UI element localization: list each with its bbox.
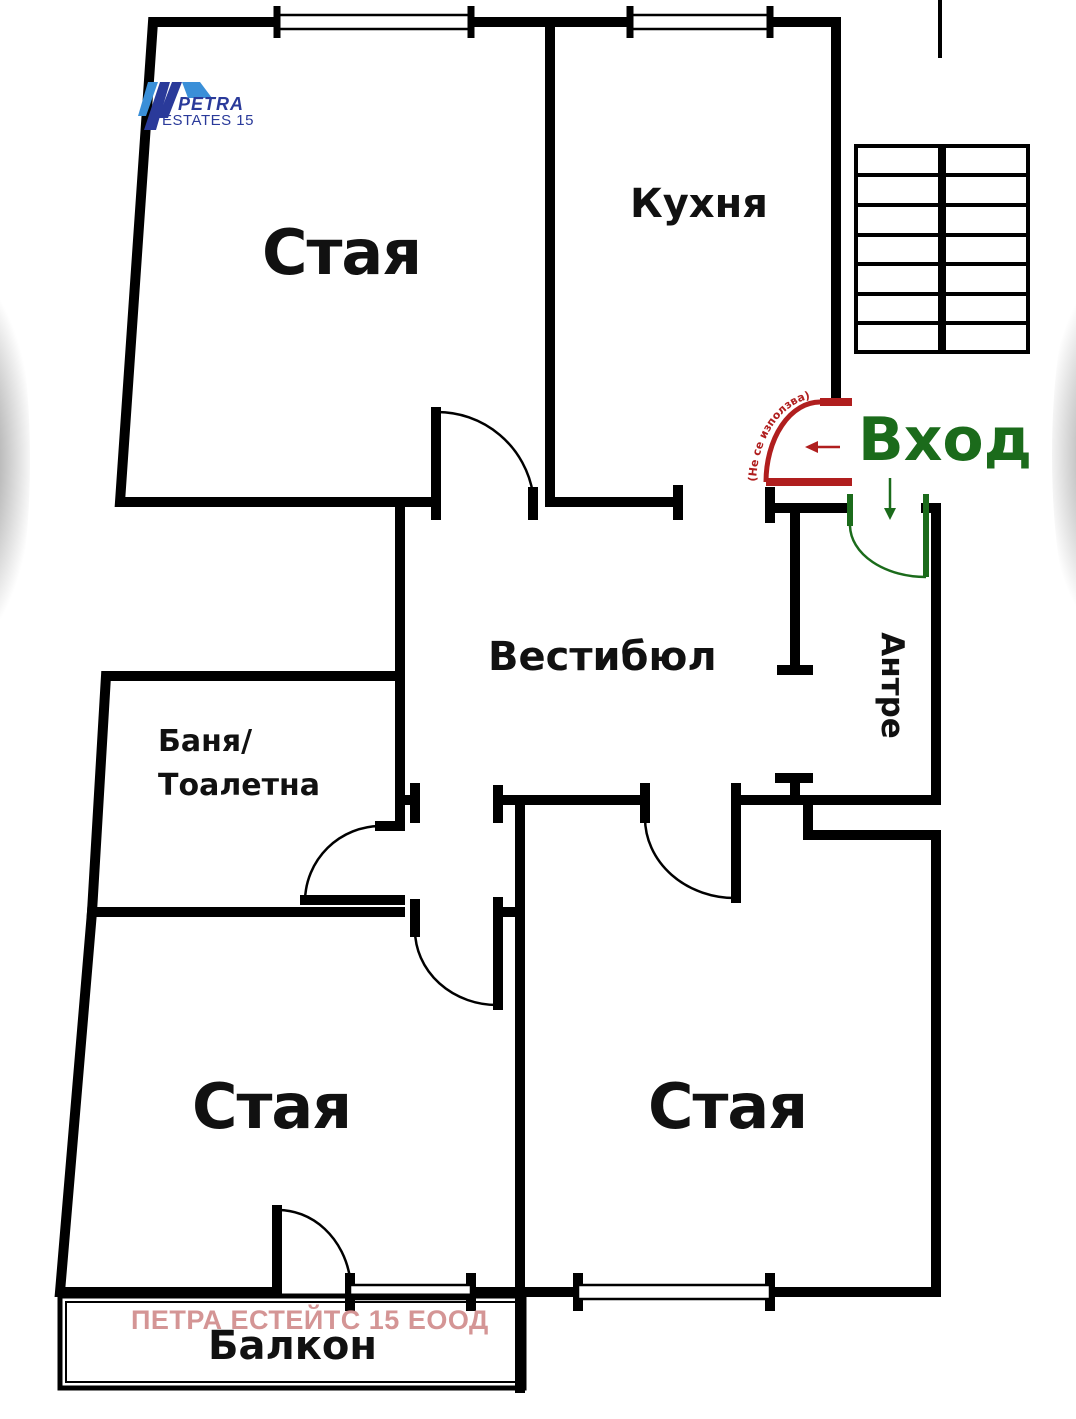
staircase — [854, 144, 1030, 354]
company-watermark: ПЕТРА ЕСТЕЙТС 15 ЕООД — [131, 1305, 489, 1335]
room-label-bottom-left: Стая — [192, 1070, 352, 1143]
room-label-kitchen: Кухня — [630, 181, 768, 227]
windows — [275, 13, 772, 1301]
wall-bathroom — [86, 671, 405, 917]
logo-text-estates: ESTATES 15 — [162, 112, 254, 129]
arrow-down-icon — [884, 508, 896, 520]
door-swing-bottom-left-room — [413, 929, 499, 1007]
room-label-top-left: Стая — [262, 216, 422, 289]
room-label-hall: Вестибюл — [488, 634, 717, 680]
entrance-label: Вход — [858, 405, 1033, 475]
door-swing-bathroom — [303, 824, 381, 901]
balcony-outline — [57, 1293, 527, 1391]
wall-bottom-right-room — [765, 795, 941, 1297]
room-label-bathroom: Баня/ Тоалетна — [158, 720, 320, 808]
logo-text-petra: PETRA — [178, 94, 245, 114]
arrow-left-icon — [805, 441, 818, 453]
entrance-door — [847, 478, 929, 579]
wall-top-left-room — [114, 17, 405, 507]
bathroom-label-line1: Баня/ — [158, 724, 253, 759]
unused-door — [763, 398, 852, 486]
room-label-entry-hall: Антре — [873, 632, 910, 739]
wall-bottom-left-room — [54, 906, 282, 1297]
door-swing-bottom-right-room — [643, 817, 737, 900]
door-swing-balcony — [276, 1208, 352, 1279]
logo-mark-icon — [138, 82, 212, 130]
bathroom-label-line2: Тоалетна — [158, 768, 320, 803]
room-label-balcony: Балкон — [208, 1323, 378, 1369]
room-label-bottom-right: Стая — [648, 1070, 808, 1143]
door-swing-top-left-room — [435, 410, 535, 495]
company-logo: PETRA ESTATES 15 — [138, 78, 268, 134]
